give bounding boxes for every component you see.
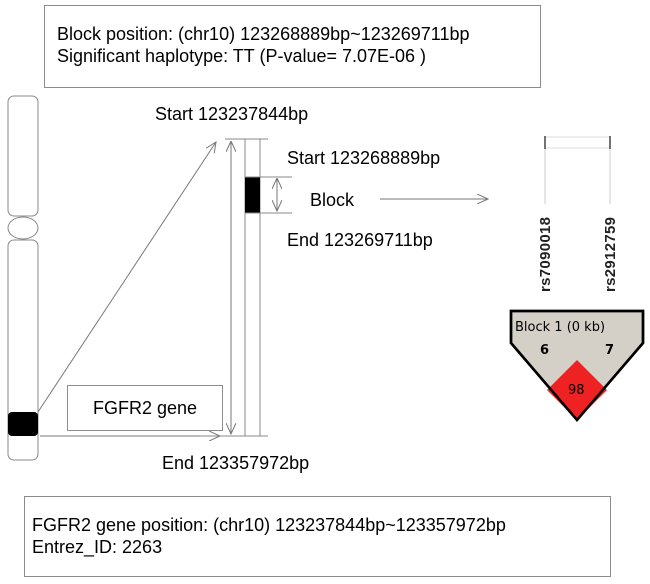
chromosome-p-arm	[7, 95, 39, 217]
marker-number-2: 7	[605, 343, 615, 358]
chromosome-q-arm	[7, 239, 39, 461]
entrez-id-text: Entrez_ID: 2263	[32, 537, 163, 557]
chromosome-ideogram	[7, 95, 39, 461]
gene-start-label: Start 123237844bp	[155, 104, 309, 124]
block-position-text: Block position: (chr10) 123268889bp~1232…	[57, 24, 470, 44]
zoom-arrow-start	[37, 142, 216, 413]
snp-markers	[544, 136, 611, 204]
gene-name-label: FGFR2 gene	[92, 397, 198, 418]
significant-haplotype-text: Significant haplotype: TT (P-value= 7.07…	[57, 46, 427, 66]
ld-cell	[547, 360, 607, 420]
centromere	[7, 216, 39, 240]
gene-end-label: End 123357972bp	[162, 453, 310, 473]
block-marker	[245, 177, 260, 213]
snp-label-1: rs7090018	[537, 216, 554, 292]
snp-label-2: rs2912759	[602, 216, 619, 292]
block-end-label: End 123269711bp	[287, 230, 433, 250]
gene-locus-band	[8, 412, 38, 436]
gene-position-text: FGFR2 gene position: (chr10) 123237844bp…	[32, 515, 506, 535]
gene-name-box: FGFR2 gene	[67, 385, 223, 431]
block-info-box: Block position: (chr10) 123268889bp~1232…	[44, 5, 541, 88]
ld-block-title: Block 1 (0 kb)	[515, 320, 606, 335]
gene-bar	[200, 138, 292, 437]
ld-value: 98	[568, 383, 585, 398]
block-start-label: Start 123268889bp	[287, 148, 441, 168]
gene-info-box: FGFR2 gene position: (chr10) 123237844bp…	[24, 496, 611, 577]
ld-block-plot	[509, 309, 645, 422]
block-label: Block	[310, 190, 355, 210]
marker-number-1: 6	[540, 343, 550, 358]
